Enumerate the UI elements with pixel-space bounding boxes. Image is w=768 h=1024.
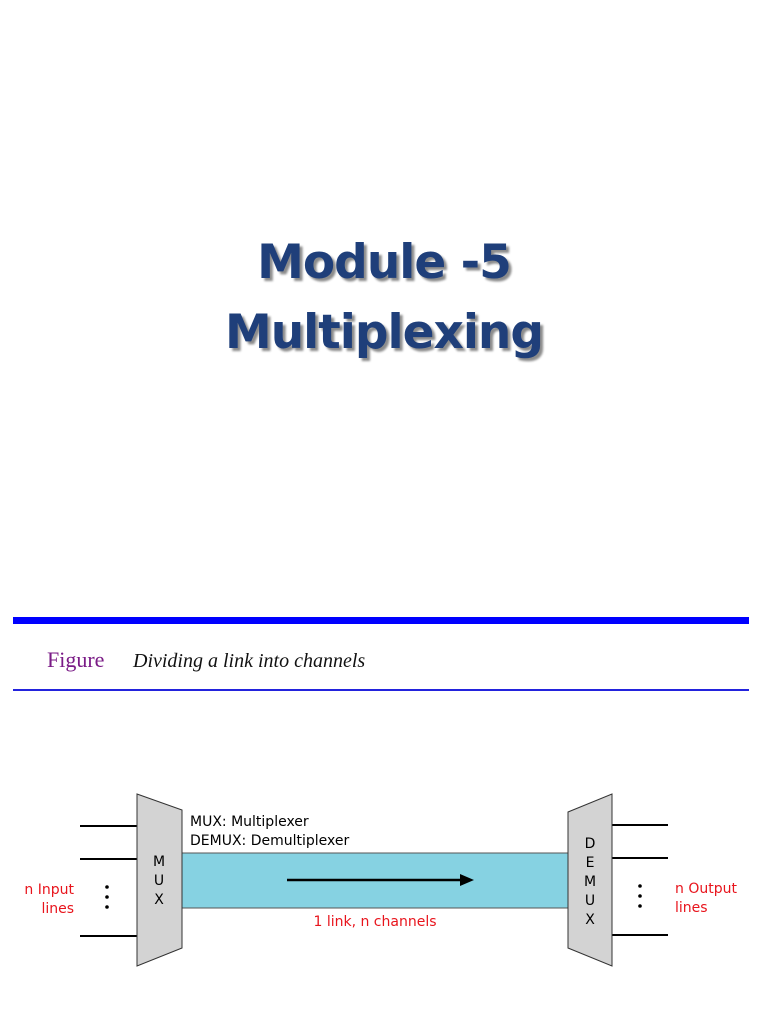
input-ellipsis-dot xyxy=(105,905,109,909)
demux-letter: M xyxy=(584,874,596,890)
link-arrow-head xyxy=(460,874,474,886)
output-ellipsis-dot xyxy=(638,894,642,898)
output-lines-label: lines xyxy=(675,900,708,916)
figure-bottom-rule xyxy=(13,689,749,691)
mux-letter: M xyxy=(153,854,165,870)
figure-top-rule xyxy=(13,617,749,624)
title-line-2: Multiplexing xyxy=(224,305,544,360)
multiplexing-diagram: M U X D E M U X MUX: Multiplexer DEMUX: … xyxy=(24,793,737,967)
mux-letter: U xyxy=(154,873,164,889)
input-lines-label: lines xyxy=(41,901,74,917)
demux-letter: X xyxy=(585,912,595,928)
demux-letter: D xyxy=(585,836,596,852)
output-lines-label: n Output xyxy=(675,881,737,897)
mux-letter: X xyxy=(154,892,164,908)
figure-label: Figure xyxy=(47,647,105,672)
input-ellipsis-dot xyxy=(105,895,109,899)
demux-legend-label: DEMUX: Demultiplexer xyxy=(190,833,349,849)
mux-device xyxy=(136,793,183,967)
demux-device xyxy=(567,793,613,967)
link-label: 1 link, n channels xyxy=(313,914,436,930)
input-lines-label: n Input xyxy=(24,882,74,898)
mux-legend-label: MUX: Multiplexer xyxy=(190,814,309,830)
demux-letter: E xyxy=(586,855,595,871)
demux-letter: U xyxy=(585,893,595,909)
slide-title: Module -5 Multiplexing xyxy=(0,228,768,368)
title-line-1: Module -5 xyxy=(257,235,512,290)
input-ellipsis-dot xyxy=(105,885,109,889)
figure-caption: Dividing a link into channels xyxy=(133,650,366,672)
output-ellipsis-dot xyxy=(638,904,642,908)
output-ellipsis-dot xyxy=(638,884,642,888)
